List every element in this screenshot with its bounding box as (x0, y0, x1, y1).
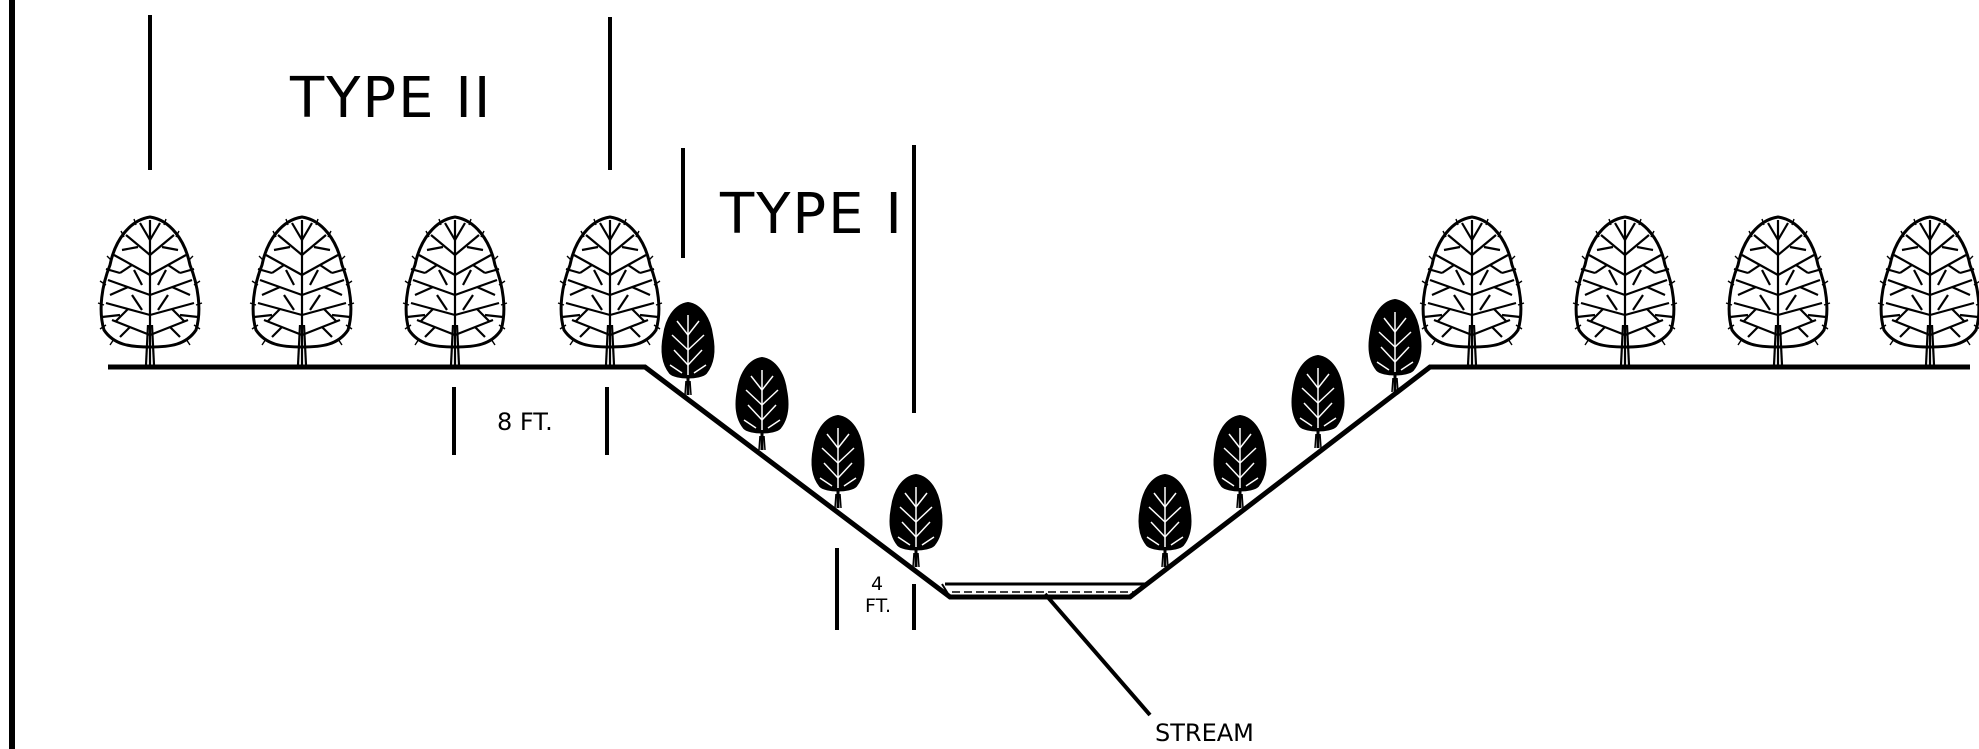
stream-label: STREAM (1155, 719, 1254, 747)
shrub-tree-icon (1290, 354, 1346, 450)
type-two-label: TYPE II (289, 66, 492, 131)
shrub-tree-icon (660, 301, 716, 397)
deciduous-tree-icon (96, 215, 204, 367)
type-one-label: TYPE I (719, 182, 904, 247)
stream-channel (941, 582, 1147, 598)
shrub-tree-icon (810, 414, 866, 510)
eight-ft-label: 8 FT. (497, 408, 553, 436)
deciduous-tree-icon (1876, 215, 1979, 367)
ground-profile (108, 364, 1970, 600)
shrub-tree-icon (734, 356, 790, 452)
shrub-tree-icon (888, 473, 944, 569)
four-ft-unit: FT. (865, 595, 891, 617)
shrub-tree-icon (1212, 414, 1268, 510)
deciduous-tree-icon (248, 215, 356, 367)
deciduous-tree-icon (1571, 215, 1679, 367)
four-ft-number: 4 (871, 573, 883, 595)
stream-leader-line (1043, 592, 1152, 717)
deciduous-tree-icon (401, 215, 509, 367)
shrub-tree-icon (1137, 473, 1193, 569)
deciduous-tree-icon (556, 215, 664, 367)
deciduous-tree-icon (1724, 215, 1832, 367)
deciduous-tree-icon (1418, 215, 1526, 367)
